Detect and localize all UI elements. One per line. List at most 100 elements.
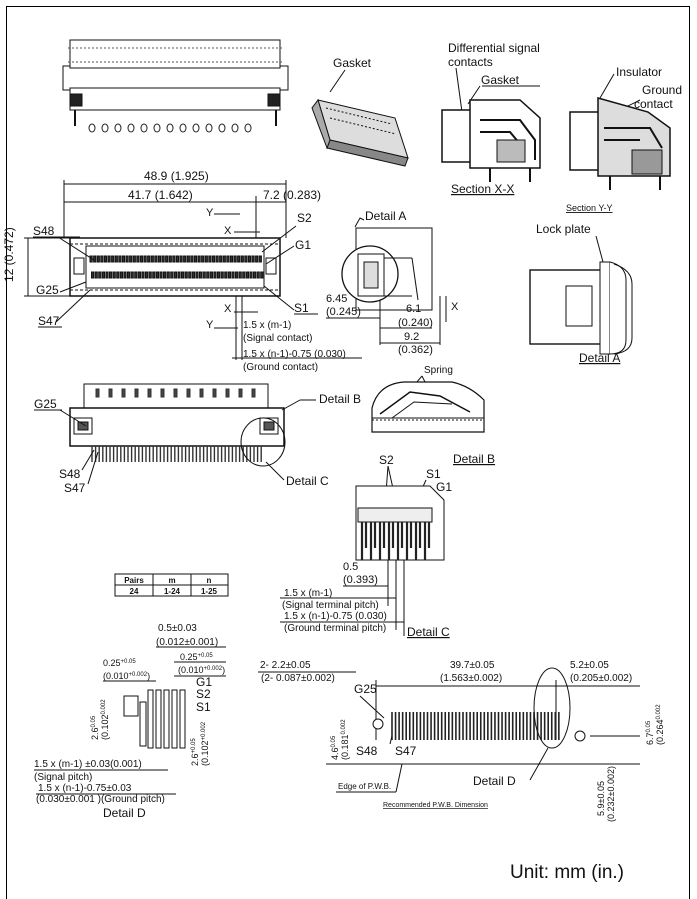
contact-mark <box>109 271 113 279</box>
dim-ground-pitch-note: (0.030±0.001 )(Ground pitch) <box>36 794 165 805</box>
contact-mark <box>145 271 149 279</box>
contact-mark <box>103 255 108 263</box>
section-x-bottom: X <box>224 303 232 315</box>
contact-mark <box>253 271 257 279</box>
pin-end <box>127 123 135 133</box>
contact-mark <box>231 271 235 279</box>
contact-mark <box>165 255 169 263</box>
contact-mark <box>147 388 152 398</box>
contact-mark <box>95 388 100 398</box>
dim-span-in: (1.563±0.002) <box>440 673 502 684</box>
dim-0-012: (0.012±0.001) <box>156 637 218 648</box>
contact-mark <box>209 271 214 279</box>
pin-end <box>166 123 174 133</box>
contact-mark <box>226 255 230 263</box>
contact-mark <box>219 255 223 263</box>
contact-mark <box>240 255 244 263</box>
contact-mark <box>211 255 216 263</box>
contact-mark <box>127 271 131 279</box>
contact-mark <box>186 255 190 263</box>
label-s47: S47 <box>38 314 60 328</box>
contact-mark <box>191 271 196 279</box>
contact-mark <box>222 255 226 263</box>
table-header-n: n <box>207 576 212 585</box>
contact-mark <box>148 271 152 279</box>
label-g25-side: G25 <box>34 397 57 411</box>
dim-right-offset: 7.2 (0.283) <box>263 188 321 202</box>
contact-mark <box>160 388 165 398</box>
ground-label-1: Ground <box>642 83 682 97</box>
contact-mark <box>119 271 124 279</box>
detail-b-label: Detail B <box>453 452 495 466</box>
pin-end <box>218 123 226 133</box>
contact-mark <box>121 388 126 398</box>
edge-pwb-label: Edge of P.W.B. <box>338 782 391 791</box>
contact-mark <box>129 255 133 263</box>
contact-mark <box>251 255 255 263</box>
dim-0-010-b: (0.010+0.002) <box>178 665 225 675</box>
table-cell-pairs: 24 <box>130 587 139 596</box>
dim-6-1: 6.1 <box>406 303 421 315</box>
dim-0-102-b: (0.102+0.002 <box>200 721 210 766</box>
contact-mark <box>163 271 167 279</box>
connector-top-view <box>62 39 289 133</box>
dim-6-7: 6.70.05 <box>645 720 655 745</box>
dim-0-264: (0.2640.002 <box>655 704 665 745</box>
label-s48: S48 <box>33 224 55 238</box>
contact-mark <box>134 388 139 398</box>
contact-mark <box>141 271 145 279</box>
table-cell-n: 1-25 <box>201 587 218 596</box>
front-view: 48.9 (1.925) 41.7 (1.642) 7.2 (0.283) Y … <box>2 169 362 373</box>
dim-ground-terminal-note: (Ground terminal pitch) <box>284 623 386 634</box>
contact-mark <box>184 271 188 279</box>
contact-mark <box>93 255 97 263</box>
label-g1-detail-d: G1 <box>196 675 212 689</box>
contact-mark <box>212 388 217 398</box>
detail-b-view: Spring Detail B <box>371 365 495 466</box>
contact-mark <box>172 255 176 263</box>
detail-a-label: Detail A <box>579 351 620 365</box>
dim-ground-contact: 1.5 x (n-1)-0.75 (0.030) <box>243 349 346 360</box>
dim-height: 12 (0.472) <box>2 227 16 282</box>
side-view: G25 S48 S47 Detail B Detail C <box>34 383 361 495</box>
dim-0-362: (0.362) <box>398 344 433 356</box>
pin-end <box>114 123 122 133</box>
contact-mark <box>260 271 264 279</box>
contact-mark <box>245 271 250 279</box>
contact-mark <box>118 255 122 263</box>
contact-mark <box>204 255 208 263</box>
contact-mark <box>108 388 113 398</box>
pwb-layout-view: 2- 2.2±0.05 (2- 0.087±0.002) 39.7±0.05 (… <box>258 660 665 822</box>
detail-d-callout: Detail D <box>473 774 516 788</box>
contact-mark <box>125 255 129 263</box>
detail-c-view: S2 S1 G1 0.5 (0.393) 1.5 x (m-1) (Signal… <box>280 453 452 639</box>
dim-ground-contact-note: (Ground contact) <box>243 362 318 373</box>
ground-label-2: contact <box>634 97 673 111</box>
dim-0-010-a: (0.010+0.002) <box>103 671 150 681</box>
lock-plate-label: Lock plate <box>536 222 591 236</box>
contact-mark <box>177 271 181 279</box>
dim-right: 5.2±0.05 <box>570 660 609 671</box>
contact-mark <box>213 271 217 279</box>
pin-end <box>205 123 213 133</box>
contact-mark <box>143 255 147 263</box>
contact-mark <box>121 255 126 263</box>
contact-mark <box>256 271 260 279</box>
contact-mark <box>255 255 259 263</box>
dim-0-240: (0.240) <box>398 317 433 329</box>
contact-mark <box>183 255 187 263</box>
contact-mark <box>98 271 102 279</box>
dim-0-5-detail-d: 0.5±0.03 <box>158 623 197 634</box>
contact-mark <box>159 271 163 279</box>
dim-right-in: (0.205±0.002) <box>570 673 632 684</box>
contact-mark <box>134 271 138 279</box>
contact-mark <box>186 388 191 398</box>
contact-mark <box>215 255 219 263</box>
contact-mark <box>91 271 95 279</box>
table-header-pairs: Pairs <box>124 576 144 585</box>
contact-mark <box>173 388 178 398</box>
dim-holes-in: (2- 0.087±0.002) <box>261 673 335 684</box>
diff-signal-label-2: contacts <box>448 55 493 69</box>
contact-mark <box>130 271 134 279</box>
